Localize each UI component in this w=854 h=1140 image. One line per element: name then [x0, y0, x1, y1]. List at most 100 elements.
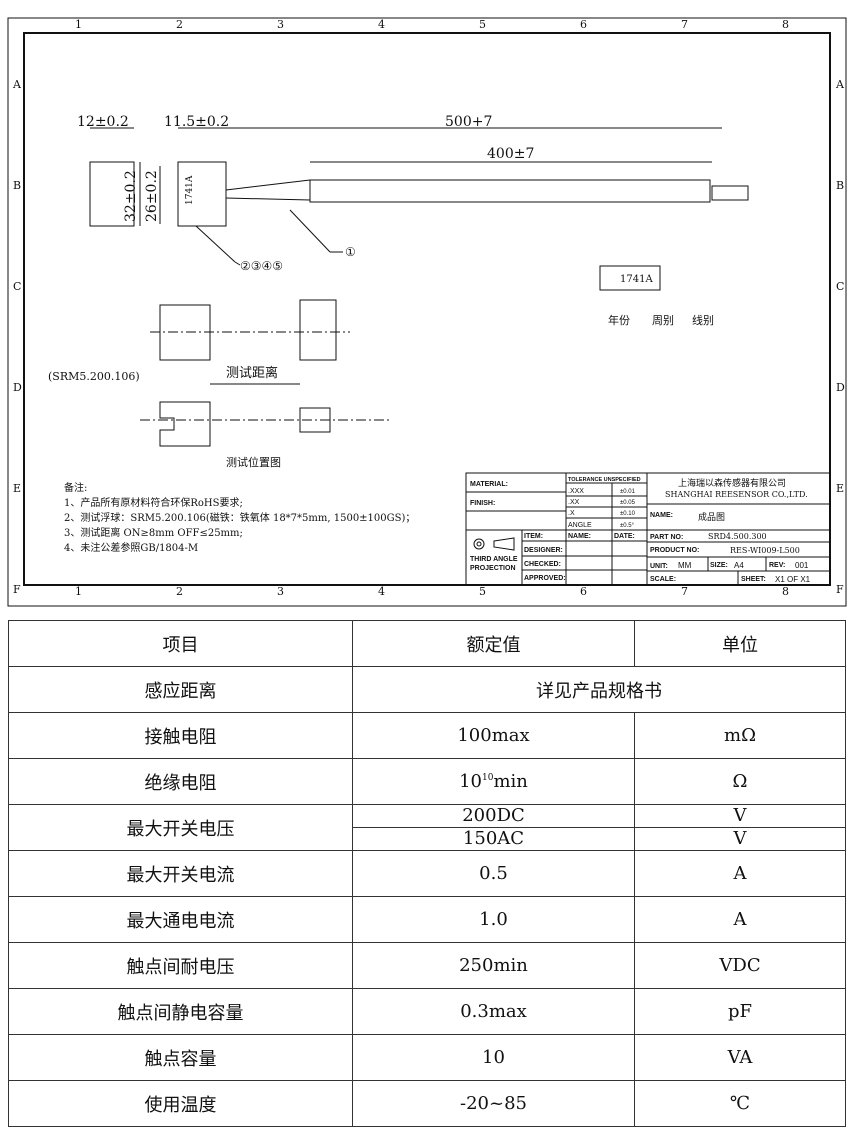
column-label: 1 [75, 18, 82, 31]
unit-cell: VDC [634, 942, 846, 989]
callout-2345: ②③④⑤ [240, 259, 283, 273]
product-no: RES-WI009-L500 [730, 546, 800, 555]
unit-label: UNIT: [650, 563, 668, 570]
legend-line: 线别 [692, 313, 714, 327]
tol-value: ±0.10 [620, 511, 636, 517]
part-marking: 1741A [185, 175, 195, 205]
unit-ac: V [733, 828, 747, 849]
value-cell: 100max [352, 712, 635, 759]
unit-cell: pF [634, 988, 846, 1035]
value-cell: 1.0 [352, 896, 635, 943]
row-label: C [836, 280, 844, 293]
dim-total-length: 500+7 [445, 114, 492, 130]
finish-label: FINISH: [470, 500, 495, 507]
part-no: SRD4.500.300 [708, 532, 767, 541]
column-label: 3 [277, 585, 284, 598]
value-exponent: 10 [482, 773, 494, 783]
column-label: 8 [782, 585, 789, 598]
value-cell: 0.3max [352, 988, 635, 1035]
dim-height-inner: 26±0.2 [144, 170, 160, 222]
company-name-en: SHANGHAI REESENSOR CO.,LTD. [665, 490, 808, 499]
row-label: B [13, 179, 21, 192]
value-cell: 250min [352, 942, 635, 989]
product-no-label: PRODUCT NO: [650, 547, 699, 554]
test-position-label: 测试位置图 [226, 455, 281, 469]
item-cell: 最大通电电流 [8, 896, 353, 943]
dim-width: 12±0.2 [77, 114, 129, 130]
callout-1: ① [345, 245, 356, 259]
tol-key: .XXX [568, 488, 584, 495]
date-label: DATE: [614, 533, 635, 540]
tol-key: .XX [568, 499, 580, 506]
tol-key: .X [568, 510, 575, 517]
unit-cell: A [634, 896, 846, 943]
row-label: A [12, 78, 22, 91]
part-side-view [89, 127, 749, 266]
dim-height: 32±0.2 [123, 170, 139, 222]
unit-cell: ℃ [634, 1080, 846, 1127]
tol-value: ±0.05 [620, 500, 636, 506]
item-cell: 触点间耐电压 [8, 942, 353, 989]
float-ref-label: (SRM5.200.106) [48, 370, 140, 383]
value-cell: 0.5 [352, 850, 635, 897]
note-item: 4、未注公差参照GB/1804-M [64, 541, 198, 554]
tol-value: ±0.5° [620, 523, 635, 529]
column-label: 5 [479, 18, 486, 31]
column-label: 4 [378, 585, 385, 598]
value-cell: 1010min [352, 758, 635, 805]
value-base: 10 [459, 771, 483, 792]
table-header-row: 项目 额定值 单位 [8, 620, 846, 667]
rev-label: REV: [769, 562, 785, 569]
header-item: 项目 [8, 620, 353, 667]
item-cell: 触点间静电容量 [8, 988, 353, 1035]
value-ac: 150AC [462, 828, 525, 849]
row-label: A [835, 78, 845, 91]
table-row: 使用温度-20~85℃ [8, 1080, 846, 1127]
name-label: NAME: [650, 512, 673, 519]
title-block [465, 472, 831, 586]
legend-week: 周别 [652, 314, 674, 327]
row-label: B [836, 179, 844, 192]
row-label: E [13, 482, 21, 495]
row-label: F [13, 583, 21, 596]
value-dc: 200DC [353, 805, 634, 828]
dim-cable-length: 400±7 [487, 146, 534, 162]
third-angle-projection-icon [473, 537, 515, 551]
notes-title: 备注: [64, 481, 87, 494]
column-label: 6 [580, 585, 587, 598]
column-label: 8 [782, 18, 789, 31]
table-row: 感应距离 详见产品规格书 [8, 666, 846, 713]
unit-dc: V [635, 805, 845, 828]
item-cell: 触点容量 [8, 1034, 353, 1081]
tol-value: ±0.01 [620, 489, 636, 495]
item-cell: 绝缘电阻 [8, 758, 353, 805]
projection-label: PROJECTION [470, 565, 516, 572]
size-value: A4 [734, 561, 744, 570]
note-item: 3、测试距离 ON≥8mm OFF≤25mm; [64, 526, 243, 539]
column-label: 2 [176, 585, 183, 598]
item-cell: 接触电阻 [8, 712, 353, 759]
column-label: 4 [378, 18, 385, 31]
row-label: E [836, 482, 844, 495]
item-cell: 最大开关电压 [8, 804, 353, 851]
value-cell: 详见产品规格书 [352, 666, 846, 713]
legend-year: 年份 [608, 313, 630, 327]
checked-label: CHECKED: [524, 561, 561, 568]
value-suffix: min [493, 771, 528, 792]
note-item: 2、测试浮球：SRM5.200.106(磁铁：铁氧体 18*7*5mm, 150… [64, 511, 415, 524]
row-label: F [836, 583, 844, 596]
column-label: 6 [580, 18, 587, 31]
rev-value: 001 [795, 561, 809, 570]
column-label: 5 [479, 585, 486, 598]
column-label: 1 [75, 585, 82, 598]
